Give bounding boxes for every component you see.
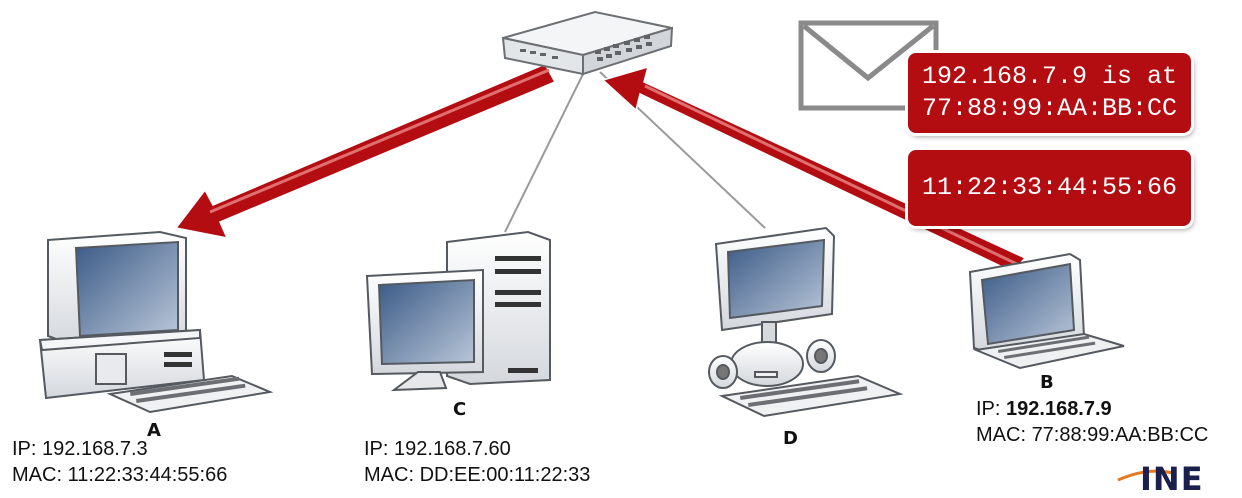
switch-icon	[501, 10, 674, 76]
link-switch-c	[504, 69, 586, 233]
node-label-d: D	[783, 428, 798, 449]
host-a-info: IP: 192.168.7.3 MAC: 11:22:33:44:55:66	[12, 436, 227, 488]
host-b-mac: MAC: 77:88:99:AA:BB:CC	[976, 422, 1208, 448]
host-a-ip-value: 192.168.7.3	[42, 438, 148, 460]
host-a-mac: MAC: 11:22:33:44:55:66	[12, 462, 227, 488]
node-label-c: C	[453, 399, 467, 420]
computer-a-icon	[38, 230, 274, 414]
arp-reply-line-2: 77:88:99:AA:BB:CC	[922, 94, 1178, 123]
host-b-mac-value: 77:88:99:AA:BB:CC	[1031, 424, 1209, 446]
host-a-ip: IP: 192.168.7.3	[12, 436, 227, 462]
host-c-info: IP: 192.168.7.60 MAC: DD:EE:00:11:22:33	[364, 436, 590, 488]
ip-label: IP:	[976, 398, 1001, 420]
ine-logo-text: INE	[1140, 460, 1204, 498]
host-c-mac-value: DD:EE:00:11:22:33	[419, 464, 591, 486]
host-a-mac-value: 11:22:33:44:55:66	[67, 464, 228, 486]
mac-label: MAC:	[976, 424, 1026, 446]
arp-reply-box: 192.168.7.9 is at 77:88:99:AA:BB:CC	[908, 53, 1192, 133]
computer-c-icon	[365, 230, 551, 392]
destination-mac-box: 11:22:33:44:55:66	[908, 150, 1192, 226]
node-label-b: B	[1040, 372, 1054, 393]
node-label-a: A	[147, 420, 161, 441]
computer-d-icon	[708, 226, 904, 418]
host-c-ip: IP: 192.168.7.60	[364, 436, 590, 462]
laptop-b-icon	[968, 252, 1125, 370]
mac-label: MAC:	[364, 464, 414, 486]
host-b-ip-value: 192.168.7.9	[1006, 398, 1112, 420]
host-c-mac: MAC: DD:EE:00:11:22:33	[364, 462, 590, 488]
destination-mac: 11:22:33:44:55:66	[922, 173, 1178, 202]
arp-reply-line-1: 192.168.7.9 is at	[922, 62, 1178, 91]
mac-label: MAC:	[12, 464, 62, 486]
ip-label: IP:	[364, 438, 389, 460]
host-b-info: IP: 192.168.7.9 MAC: 77:88:99:AA:BB:CC	[976, 396, 1208, 448]
host-c-ip-value: 192.168.7.60	[394, 438, 511, 460]
ip-label: IP:	[12, 438, 37, 460]
ine-logo	[1117, 469, 1177, 482]
host-b-ip: IP: 192.168.7.9	[976, 396, 1208, 422]
